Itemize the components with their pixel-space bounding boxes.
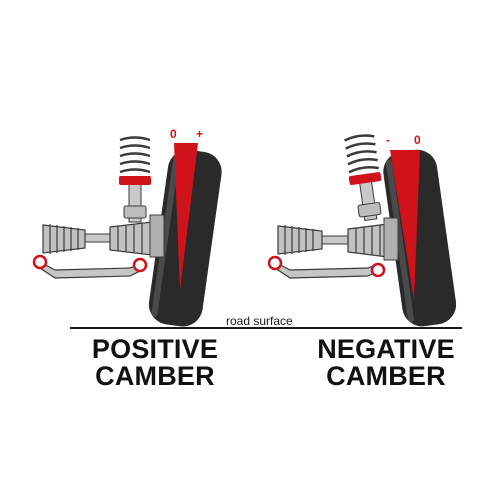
control-arm-bushing-outer [132, 257, 148, 273]
negative-camber-angle-indicator [390, 150, 420, 300]
lower-control-arm [274, 261, 379, 279]
outer-cv-boot [109, 221, 153, 256]
positive-camber-title: POSITIVE CAMBER [80, 336, 230, 390]
wheel-hub [383, 217, 399, 261]
plus-mark: + [196, 127, 203, 141]
road-surface-label: road surface [226, 314, 293, 328]
negative-title-line1: NEGATIVE [317, 334, 455, 364]
coil-spring [119, 136, 151, 174]
strut-lower-mount [357, 202, 382, 218]
zero-reference-mark: 0 [414, 133, 421, 147]
negative-camber-title: NEGATIVE CAMBER [306, 336, 466, 390]
minus-mark: - [386, 133, 390, 147]
wheel-hub [149, 214, 165, 258]
coil-spring [344, 134, 379, 174]
positive-camber-angle-indicator [174, 143, 198, 290]
spring-lower-seat [348, 172, 382, 185]
strut-lower-mount [123, 205, 147, 219]
negative-camber-assembly: - 0 [267, 133, 457, 327]
zero-reference-mark: 0 [170, 127, 177, 141]
lower-control-arm [39, 261, 141, 279]
control-arm-bushing-outer [370, 262, 386, 278]
control-arm-bushing-inner [32, 254, 48, 270]
positive-title-line2: CAMBER [95, 361, 215, 391]
outer-cv-boot [347, 223, 389, 258]
control-arm-bushing-inner [267, 255, 283, 271]
inner-cv-boot [277, 225, 323, 255]
spring-lower-seat [119, 176, 151, 185]
positive-title-line1: POSITIVE [91, 334, 219, 364]
positive-camber-assembly: 0 + [32, 127, 222, 327]
negative-title-line2: CAMBER [326, 361, 446, 391]
